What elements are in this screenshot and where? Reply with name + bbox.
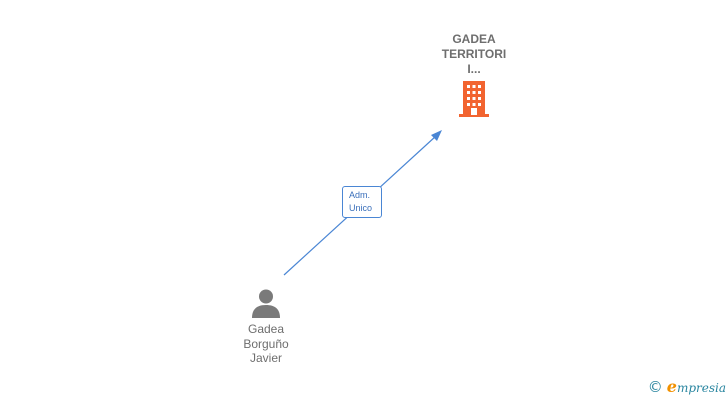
company-name-line-2: TERRITORI — [441, 47, 507, 61]
brand-watermark: © e mpresia — [647, 376, 726, 397]
brand-logo[interactable]: e mpresia — [666, 376, 726, 397]
person-name: Gadea Borguño Javier — [224, 322, 308, 366]
person-name-line-1: Gadea — [247, 322, 285, 336]
copyright-icon: © — [647, 378, 663, 396]
building-icon — [459, 81, 489, 117]
company-node[interactable]: GADEA TERRITORI I... — [424, 32, 524, 117]
relation-label-line-1: Adm. — [349, 190, 371, 200]
brand-logo-text: mpresia — [676, 380, 726, 395]
company-name-line-3: I... — [467, 62, 481, 76]
arrowhead-icon — [431, 130, 442, 141]
person-name-line-2: Borguño — [243, 336, 289, 351]
person-icon — [252, 289, 280, 318]
relation-label-line-2: Unico — [349, 203, 373, 213]
person-node[interactable]: Gadea Borguño Javier — [224, 288, 308, 366]
relation-label[interactable]: Adm. Unico — [342, 186, 382, 218]
person-name-line-3: Javier — [249, 351, 282, 365]
company-name-line-1: GADEA — [452, 32, 496, 46]
brand-logo-initial: e — [666, 376, 677, 396]
company-name: GADEA TERRITORI I... — [424, 32, 524, 77]
